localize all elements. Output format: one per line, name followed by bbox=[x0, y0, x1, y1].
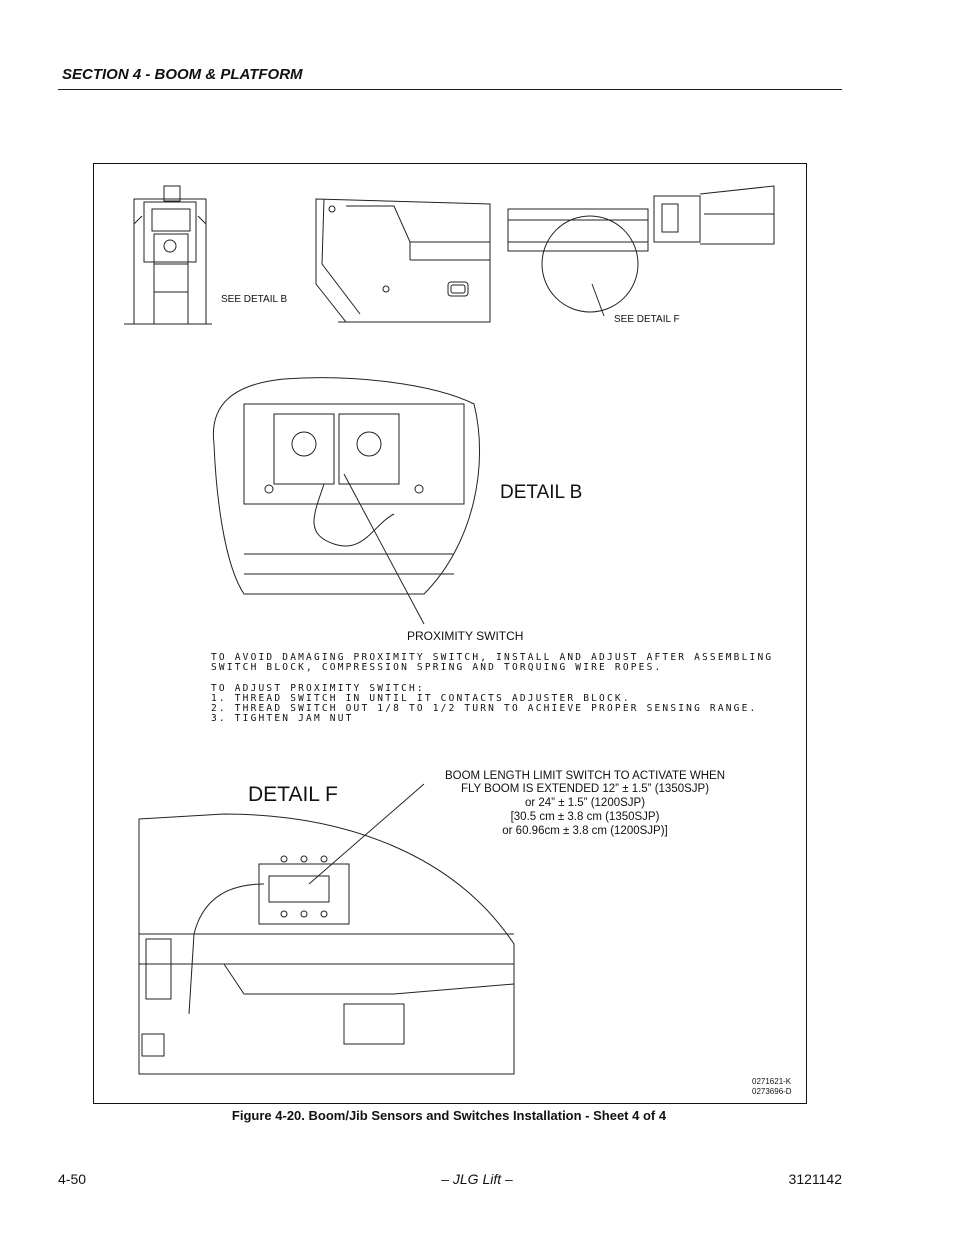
detail-f-note-line: [30.5 cm ± 3.8 cm (1350SJP) bbox=[511, 811, 660, 823]
notes-block: TO AVOID DAMAGING PROXIMITY SWITCH, INST… bbox=[211, 652, 773, 724]
note-line: 3. TIGHTEN JAM NUT bbox=[211, 713, 354, 724]
note-line: SWITCH BLOCK, COMPRESSION SPRING AND TOR… bbox=[211, 662, 662, 673]
footer-doc-number: 3121142 bbox=[788, 1171, 842, 1187]
detail-f-note-line: FLY BOOM IS EXTENDED 12” ± 1.5” (1350SJP… bbox=[461, 783, 709, 795]
callout-detail-f: SEE DETAIL F bbox=[614, 314, 680, 325]
detail-f-note-line: BOOM LENGTH LIMIT SWITCH TO ACTIVATE WHE… bbox=[445, 770, 725, 782]
drawing-number: 0273696-D bbox=[752, 1087, 792, 1096]
detail-b-drawing bbox=[212, 377, 481, 625]
detail-f-title: DETAIL F bbox=[248, 783, 338, 806]
note-line: 2. THREAD SWITCH OUT 1/8 TO 1/2 TURN TO … bbox=[211, 703, 757, 714]
detail-f-drawing bbox=[138, 783, 515, 1075]
drawing-number: 0271621-K bbox=[752, 1077, 792, 1086]
figure-frame: SEE DETAIL B SEE DETAIL F DETAIL B PROXI… bbox=[93, 163, 807, 1104]
detail-f-notes: BOOM LENGTH LIMIT SWITCH TO ACTIVATE WHE… bbox=[445, 770, 725, 837]
side-view-drawing bbox=[315, 198, 491, 323]
detail-f-note-line: or 60.96cm ± 3.8 cm (1200SJP)] bbox=[502, 825, 667, 837]
proximity-switch-label: PROXIMITY SWITCH bbox=[407, 629, 523, 643]
detail-f-note-line: or 24” ± 1.5” (1200SJP) bbox=[525, 797, 645, 809]
footer-center-text: – JLG Lift – bbox=[441, 1171, 513, 1187]
front-view-drawing bbox=[124, 185, 212, 325]
section-title: SECTION 4 - BOOM & PLATFORM bbox=[62, 66, 303, 83]
header-rule bbox=[58, 89, 842, 90]
note-line: 1. THREAD SWITCH IN UNTIL IT CONTACTS AD… bbox=[211, 693, 631, 704]
note-line: TO ADJUST PROXIMITY SWITCH: bbox=[211, 683, 425, 694]
footer-page-number: 4-50 bbox=[58, 1171, 87, 1187]
boom-view-drawing bbox=[507, 185, 775, 317]
figure-caption: Figure 4-20. Boom/Jib Sensors and Switch… bbox=[231, 1108, 667, 1123]
figure-drawing: SEE DETAIL B SEE DETAIL F DETAIL B PROXI… bbox=[124, 185, 792, 1096]
callout-detail-b: SEE DETAIL B bbox=[221, 294, 287, 305]
detail-b-title: DETAIL B bbox=[500, 482, 582, 503]
note-line: TO AVOID DAMAGING PROXIMITY SWITCH, INST… bbox=[211, 652, 773, 663]
